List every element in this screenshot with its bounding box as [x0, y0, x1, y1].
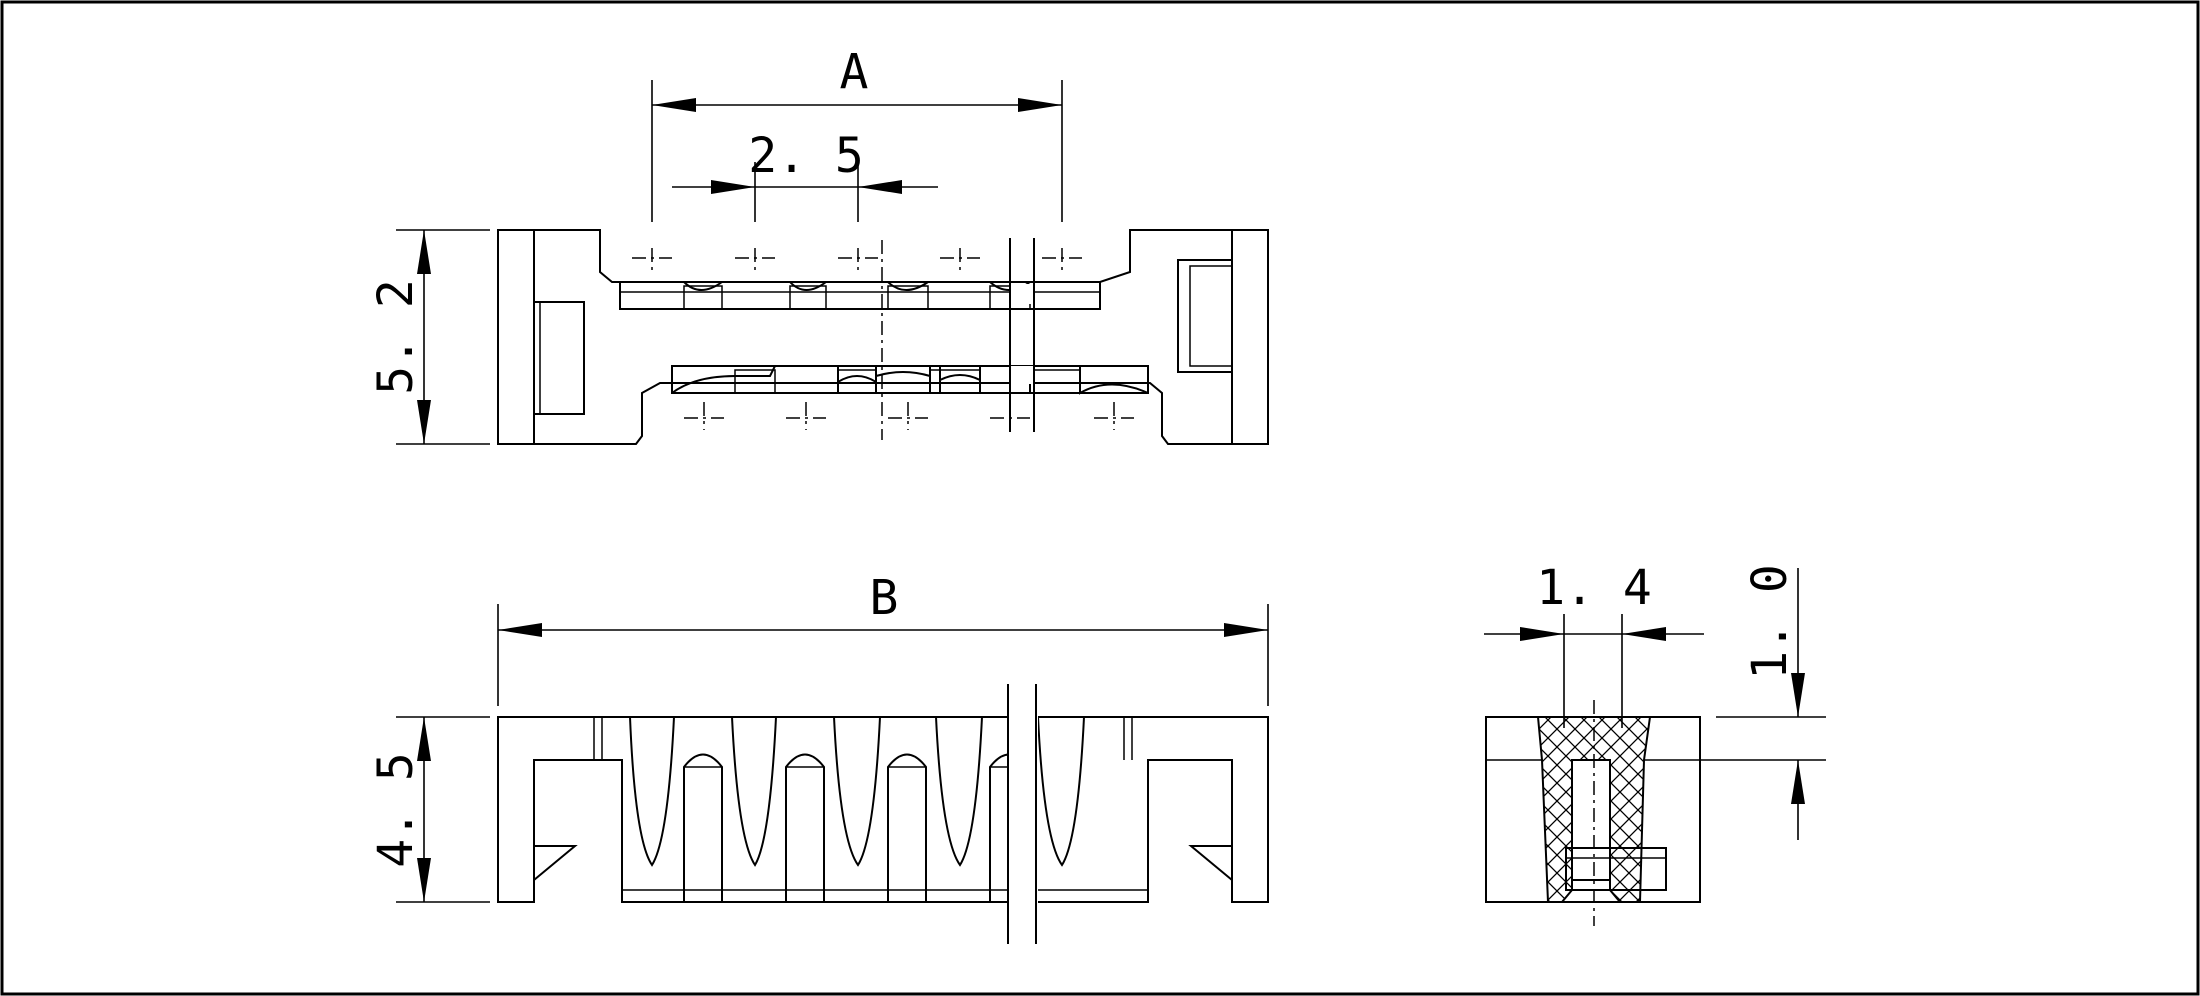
dimension-side-width-label: 1. 4 — [1536, 560, 1652, 616]
top-view-pin-centers-upper — [632, 248, 1082, 274]
dimension-a-label: A — [840, 44, 869, 100]
top-view-housing — [497, 229, 1269, 445]
front-view-contacts — [629, 716, 1085, 902]
dimension-front-height: 4. 5 — [368, 716, 490, 903]
dimension-b: B — [497, 570, 1269, 706]
front-view: B 4. 5 — [368, 570, 1269, 944]
top-view-right-cap — [1231, 229, 1269, 445]
dimension-side-depth: 1. 0 — [1700, 564, 1826, 840]
top-view-pin-centers-lower — [684, 402, 1134, 430]
dimension-top-height-label: 5. 2 — [368, 279, 424, 395]
dimension-pitch: 2. 5 — [672, 128, 938, 222]
dimension-b-label: B — [870, 570, 899, 626]
top-view-left-cap — [497, 229, 535, 445]
top-view: A 2. 5 5. 2 — [368, 44, 1269, 445]
dimension-a: A — [651, 44, 1063, 222]
side-view: 1. 4 1. 0 — [1484, 560, 1826, 926]
dimension-front-height-label: 4. 5 — [368, 752, 424, 868]
dimension-top-height: 5. 2 — [368, 229, 490, 445]
dimension-side-width: 1. 4 — [1484, 560, 1704, 728]
dimension-pitch-label: 2. 5 — [748, 128, 864, 184]
dimension-side-depth-label: 1. 0 — [1742, 564, 1798, 680]
